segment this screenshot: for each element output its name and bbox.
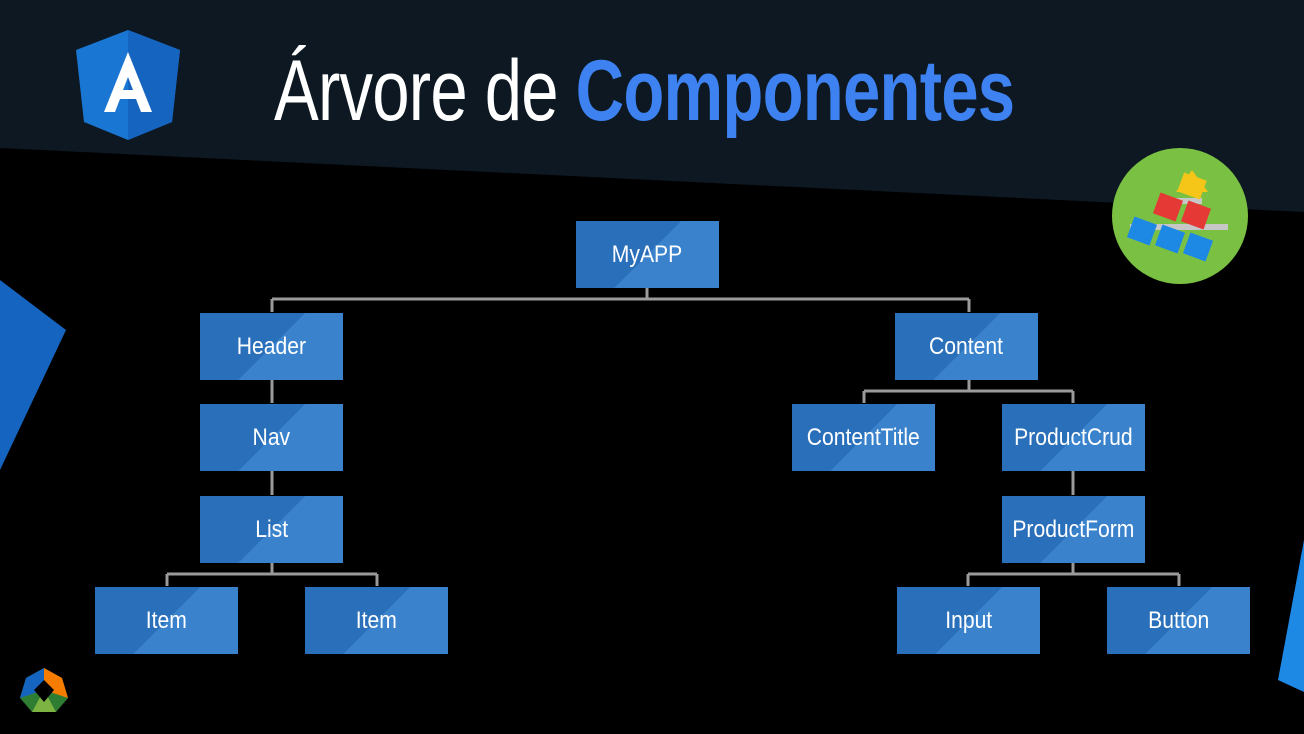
- node-label: Header: [236, 332, 307, 360]
- node-label: ProductForm: [1012, 515, 1135, 543]
- title-highlight: Componentes: [575, 43, 1015, 139]
- node-button[interactable]: Button: [1107, 587, 1250, 654]
- title-band: [0, 0, 1304, 212]
- node-label: Nav: [252, 423, 291, 451]
- left-accent-shape: [0, 280, 66, 470]
- node-product-form[interactable]: ProductForm: [1002, 496, 1145, 563]
- title-prefix: Árvore de: [274, 43, 559, 139]
- node-label: Item: [355, 606, 398, 634]
- node-input[interactable]: Input: [897, 587, 1040, 654]
- node-label: Button: [1147, 606, 1210, 634]
- right-accent-shape: [1278, 540, 1304, 692]
- node-item-2[interactable]: Item: [305, 587, 448, 654]
- node-list[interactable]: List: [200, 496, 343, 563]
- node-label: Content: [929, 332, 1004, 360]
- node-product-crud[interactable]: ProductCrud: [1002, 404, 1145, 471]
- node-label: ProductCrud: [1014, 423, 1133, 451]
- node-header[interactable]: Header: [200, 313, 343, 380]
- page-title: Árvore de Componentes: [274, 36, 1015, 146]
- node-myapp[interactable]: MyAPP: [576, 221, 719, 288]
- node-content-title[interactable]: ContentTitle: [792, 404, 935, 471]
- node-item-1[interactable]: Item: [95, 587, 238, 654]
- node-label: MyAPP: [612, 240, 683, 268]
- node-label: Input: [945, 606, 992, 634]
- node-nav[interactable]: Nav: [200, 404, 343, 471]
- node-content[interactable]: Content: [895, 313, 1038, 380]
- node-label: List: [255, 515, 288, 543]
- node-label: Item: [145, 606, 188, 634]
- node-label: ContentTitle: [806, 423, 921, 451]
